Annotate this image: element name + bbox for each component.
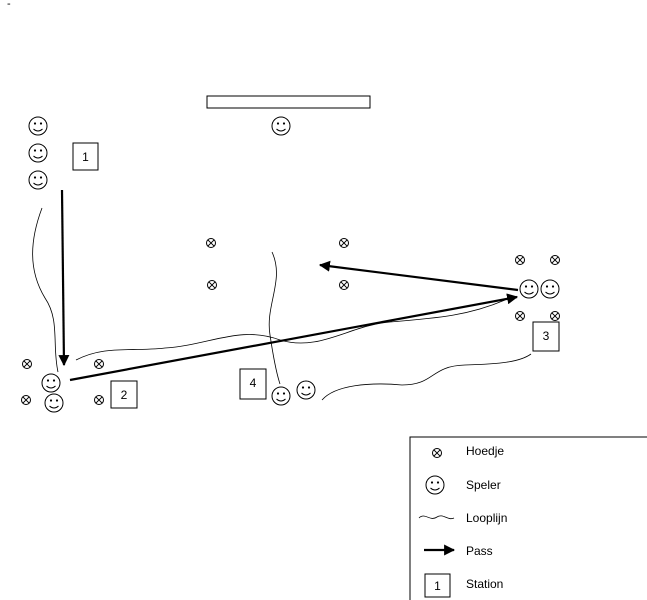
station-box-4: 4	[239, 368, 267, 400]
player-icon	[28, 143, 48, 163]
legend-cone-label: Hoedje	[466, 444, 504, 458]
run-line	[32, 207, 59, 373]
legend-station-label: Station	[466, 577, 503, 591]
station-box-3: 3	[532, 321, 560, 352]
run-line	[268, 251, 281, 385]
cone-icon	[94, 395, 104, 405]
cone-icon	[206, 238, 216, 248]
station-number: 3	[543, 329, 550, 343]
station-box-1: 1	[72, 142, 99, 171]
player-icon	[540, 279, 560, 299]
player-icon	[519, 279, 539, 299]
player-icon	[28, 116, 48, 136]
legend-player-label: Speler	[466, 478, 501, 492]
cone-icon	[515, 311, 525, 321]
pass-arrow	[318, 260, 519, 292]
legend-station-box-icon	[424, 573, 451, 598]
cone-icon	[550, 255, 560, 265]
legend-player-icon	[425, 475, 445, 495]
station-number: 4	[250, 376, 257, 390]
player-icon	[41, 373, 61, 393]
legend-run-label: Looplijn	[466, 511, 507, 525]
goal-bar	[206, 95, 371, 109]
legend: Hoedje Speler Looplijn Pass 1 Station	[409, 436, 647, 600]
pass-arrow	[58, 189, 70, 367]
cone-icon	[339, 280, 349, 290]
legend-run-line-icon	[418, 515, 455, 520]
player-icon	[271, 386, 291, 406]
station-number: 2	[121, 388, 128, 402]
run-line	[75, 299, 506, 361]
pass-arrow	[69, 293, 519, 382]
player-icon	[296, 380, 316, 400]
station-number: 1	[82, 150, 89, 164]
legend-pass-label: Pass	[466, 544, 493, 558]
keeper-player-icon	[271, 116, 291, 136]
legend-cone-icon	[432, 448, 442, 458]
cone-icon	[207, 280, 217, 290]
cone-icon	[22, 359, 32, 369]
cone-icon	[21, 395, 31, 405]
station-box-2: 2	[110, 380, 138, 409]
player-icon	[44, 393, 64, 413]
cone-icon	[515, 255, 525, 265]
cone-icon	[339, 238, 349, 248]
player-icon	[28, 170, 48, 190]
cone-icon	[94, 359, 104, 369]
corner-dash: -	[7, 0, 11, 10]
cone-icon	[550, 311, 560, 321]
run-line	[321, 353, 532, 401]
legend-station-sample: 1	[434, 579, 441, 593]
